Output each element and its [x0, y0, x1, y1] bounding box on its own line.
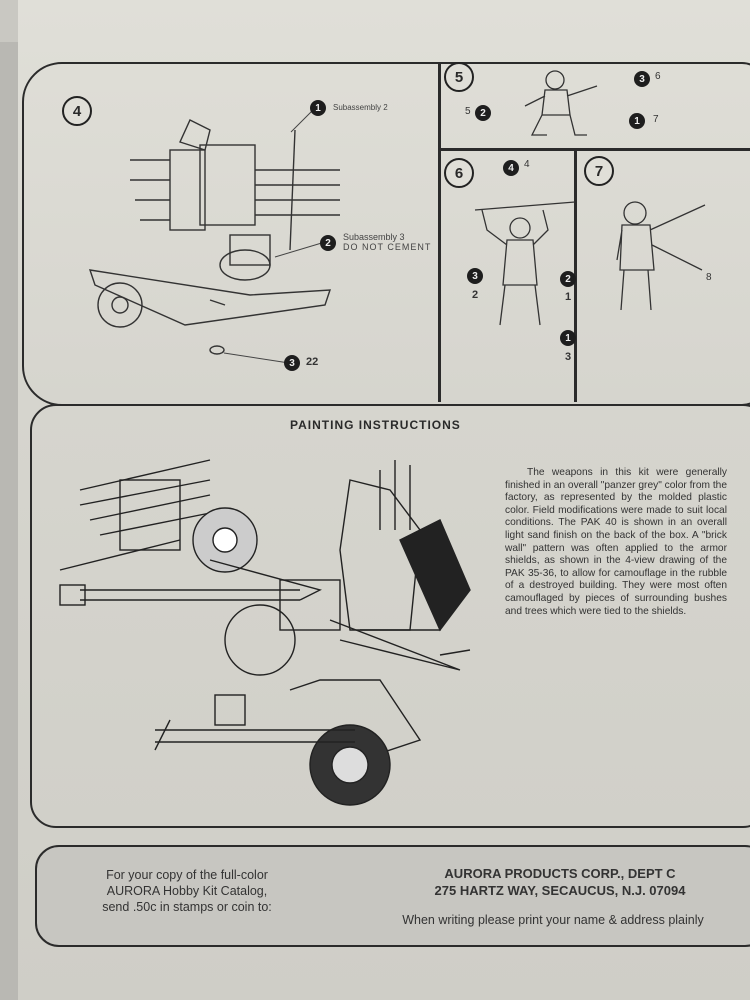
part-number: 8 [706, 272, 712, 283]
callout-marker: 4 [503, 160, 519, 176]
mailing-address: AURORA PRODUCTS CORP., DEPT C 275 HARTZ … [400, 865, 720, 899]
flak-gun-assembly-drawing [88, 119, 340, 355]
catalog-line: For your copy of the full-color [106, 868, 268, 882]
part-number: 2 [472, 289, 479, 301]
callout-marker: 2 [475, 105, 491, 121]
gun-illustrations [59, 459, 471, 806]
callout-marker: 3 [634, 71, 650, 87]
callout-marker: 1 [629, 113, 645, 129]
catalog-offer: For your copy of the full-color AURORA H… [84, 867, 290, 915]
part-number: 1 [565, 291, 572, 303]
address-line: AURORA PRODUCTS CORP., DEPT C [444, 866, 676, 881]
painting-panel [30, 404, 750, 828]
step-number: 6 [444, 158, 474, 188]
step-number: 7 [584, 156, 614, 186]
part-number: 22 [306, 356, 319, 368]
callout-marker: 1 [560, 330, 576, 346]
callout-marker: 2 [560, 271, 576, 287]
catalog-panel [35, 845, 750, 947]
callout-marker: 3 [284, 355, 300, 371]
callout-marker: 1 [310, 100, 326, 116]
part-number: 4 [524, 159, 530, 170]
catalog-line: send .50c in stamps or coin to: [102, 900, 272, 914]
writing-note: When writing please print your name & ad… [402, 913, 704, 927]
address-line: 275 HARTZ WAY, SECAUCUS, N.J. 07094 [434, 883, 686, 898]
divider [438, 148, 750, 151]
instruction-sheet [18, 0, 750, 1000]
callout-marker: 2 [320, 235, 336, 251]
part-number: 7 [653, 114, 659, 125]
seated-figure-drawing [524, 70, 598, 136]
part-number: 5 [465, 106, 471, 117]
painting-text: The weapons in this kit were generally f… [505, 467, 727, 617]
panel-title: PAINTING INSTRUCTIONS [290, 418, 461, 432]
standing-figure-drawing [474, 201, 575, 326]
part-number: 6 [655, 71, 661, 82]
step-number: 4 [62, 96, 92, 126]
callout-marker: 3 [467, 268, 483, 284]
step-number: 5 [444, 62, 474, 92]
callout-label: Subassembly 3 [343, 232, 405, 242]
callout-label: DO NOT CEMENT [343, 242, 432, 252]
part-number: 3 [565, 351, 572, 363]
pointing-figure-drawing [616, 201, 706, 311]
divider [438, 62, 441, 402]
catalog-line: AURORA Hobby Kit Catalog, [106, 884, 268, 898]
callout-label: Subassembly 2 [333, 103, 388, 112]
